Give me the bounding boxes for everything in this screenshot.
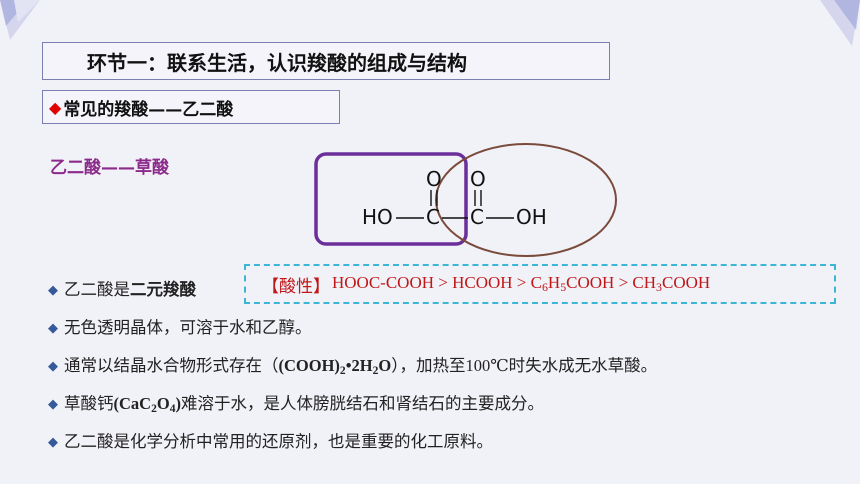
subtitle-box: ◆ 常见的羧酸——乙二酸	[42, 90, 340, 124]
common-name-label: 乙二酸——草酸	[50, 158, 169, 178]
carboxyl-highlight-ellipse	[435, 143, 617, 257]
oxygen-top-left: O	[426, 167, 442, 191]
calcium-oxalate-formula: (CaC2O4)	[113, 394, 181, 415]
list-item: ◆乙二酸是二元羧酸	[48, 280, 196, 299]
oxalic-acid-structure: O O HO C C OH	[314, 143, 617, 257]
list-item: ◆无色透明晶体，可溶于水和乙醇。	[48, 318, 312, 337]
carbon-left: C	[426, 205, 440, 229]
acidity-order: HOOC-COOH > HCOOH > C6H5COOH > CH3COOH	[332, 273, 711, 294]
list-item: ◆草酸钙(CaC2O4)难溶于水，是人体膀胱结石和肾结石的主要成分。	[48, 394, 544, 415]
diamond-bullet-icon: ◆	[48, 435, 58, 450]
hydroxyl-left: HO	[362, 205, 393, 229]
corner-decoration-right	[820, 0, 860, 46]
oxygen-top-right: O	[470, 167, 486, 191]
carbon-right: C	[470, 205, 484, 229]
diamond-bullet-icon: ◆	[48, 283, 58, 298]
diamond-bullet-icon: ◆	[48, 397, 58, 412]
acidity-comparison-box: 【酸性】 HOOC-COOH > HCOOH > C6H5COOH > CH3C…	[244, 264, 836, 304]
diamond-bullet-icon: ◆	[48, 359, 58, 374]
hydrate-formula: (COOH)2•2H2O	[278, 356, 392, 377]
list-item: ◆通常以结晶水合物形式存在（(COOH)2•2H2O），加热至100℃时失水成无…	[48, 356, 658, 377]
carboxyl-highlight-rect	[314, 152, 468, 246]
subtitle-text: 常见的羧酸——乙二酸	[63, 99, 234, 120]
diamond-icon: ◆	[49, 97, 62, 117]
diamond-bullet-icon: ◆	[48, 321, 58, 336]
list-item: ◆乙二酸是化学分析中常用的还原剂，也是重要的化工原料。	[48, 432, 493, 451]
section-title: 环节一：联系生活，认识羧酸的组成与结构	[42, 42, 610, 80]
acidity-label: 【酸性】	[262, 276, 330, 297]
hydroxyl-right: OH	[516, 205, 547, 229]
section-title-text: 环节一：联系生活，认识羧酸的组成与结构	[87, 50, 467, 75]
corner-decoration-left	[0, 0, 40, 40]
